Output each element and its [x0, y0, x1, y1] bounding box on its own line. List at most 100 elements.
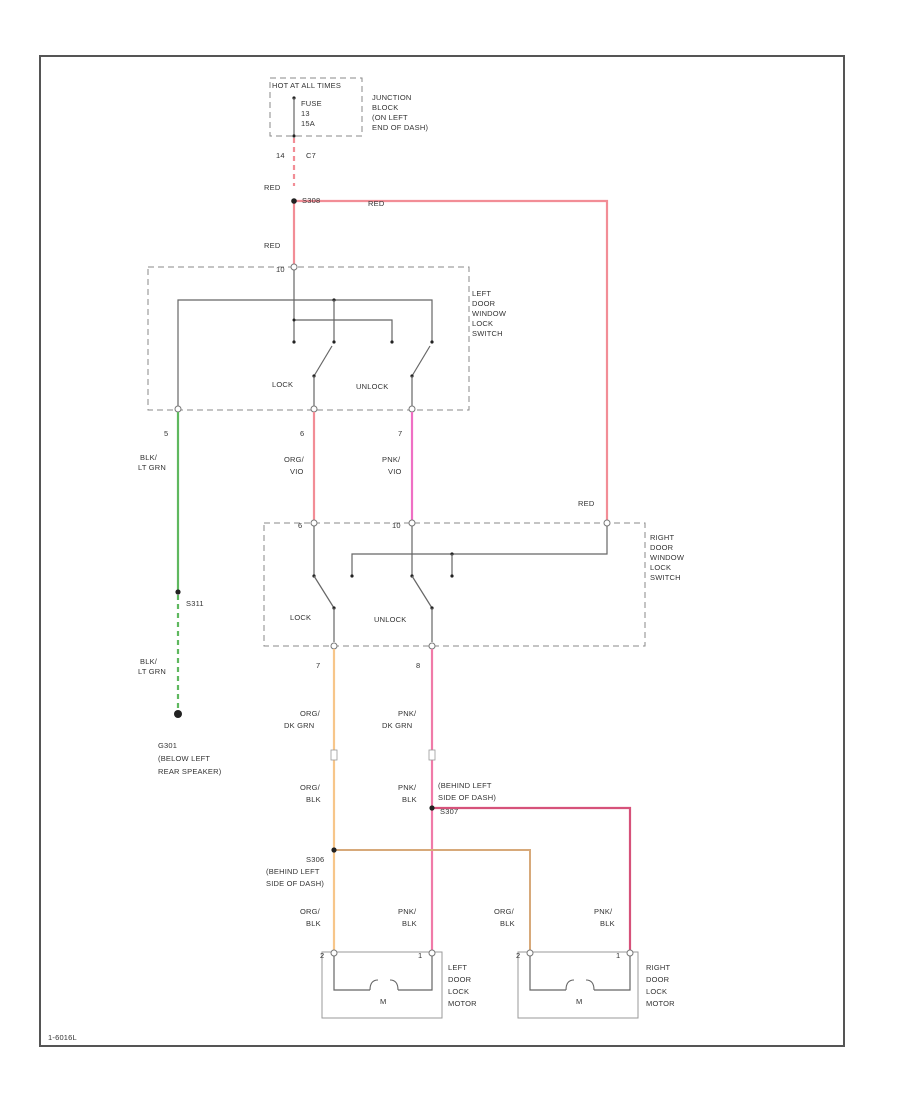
- junction-block-line-1: JUNCTION: [372, 93, 412, 102]
- wire-label-org-blk-right-2: BLK: [500, 919, 515, 928]
- right-switch-name-1: RIGHT: [650, 533, 675, 542]
- left-switch-name-2: DOOR: [472, 299, 496, 308]
- wire-label-blk-lower-2: LT GRN: [138, 667, 166, 676]
- junction-block-line-3: (ON LEFT: [372, 113, 408, 122]
- right-motor-name-3: LOCK: [646, 987, 667, 996]
- right-switch-pin-7: 7: [316, 661, 320, 670]
- right-motor-pin-2: 2: [516, 951, 520, 960]
- splice-s307-location-2: SIDE OF DASH): [438, 793, 496, 802]
- wire-label-pnk-blk-1b: BLK: [402, 795, 417, 804]
- wire-label-blk-lower-1: BLK/: [140, 657, 158, 666]
- ground-location-1: (BELOW LEFT: [158, 754, 210, 763]
- connector-pin-c7: C7: [306, 151, 316, 160]
- hot-at-all-times-label: HOT AT ALL TIMES: [272, 81, 341, 90]
- wire-label-pnk-dkgrn-2: DK GRN: [382, 721, 412, 730]
- junction-block-line-2: BLOCK: [372, 103, 398, 112]
- left-motor-m-symbol: M: [380, 997, 386, 1006]
- right-door-lock-motor: 2 1 M RIGHT DOOR LOCK MOTOR: [516, 949, 675, 1019]
- left-switch-pin-10: 10: [276, 265, 285, 274]
- wire-label-pnk-blk-left-2: BLK: [402, 919, 417, 928]
- ground-g301-dot: [174, 710, 182, 718]
- right-motor-name-2: DOOR: [646, 975, 670, 984]
- wire-label-pnk-blk-1a: PNK/: [398, 783, 417, 792]
- left-door-lock-motor: 2 1 M LEFT DOOR LOCK MOTOR: [320, 949, 477, 1019]
- connector-pin-14: 14: [276, 151, 285, 160]
- left-door-window-lock-switch: 10 LOCK UNLOCK LEFT DOOR WINDOW LOCK SWI…: [147, 263, 507, 413]
- inline-connector-org: [330, 749, 338, 761]
- splice-s307-label: S307: [440, 807, 458, 816]
- wire-label-blk-upper-1: BLK/: [140, 453, 158, 462]
- wire-label-pnk-blk-right-1: PNK/: [594, 907, 613, 916]
- wire-label-pnk-blk-left-1: PNK/: [398, 907, 417, 916]
- fuse-amps: 15A: [301, 119, 315, 128]
- wire-label-pnk-blk-right-2: BLK: [600, 919, 615, 928]
- wire-label-pnk-dkgrn-1: PNK/: [398, 709, 417, 718]
- splice-s306-location-1: (BEHIND LEFT: [266, 867, 320, 876]
- wire-label-org-blk-left-2: BLK: [306, 919, 321, 928]
- wire-label-org-vio-2: VIO: [290, 467, 304, 476]
- right-switch-name-4: LOCK: [650, 563, 671, 572]
- right-switch-pin-6: 6: [298, 521, 302, 530]
- splice-s308-dot: [291, 198, 297, 204]
- splice-s308-label: S308: [302, 196, 320, 205]
- fuse-label: FUSE: [301, 99, 322, 108]
- right-switch-pin-10: 10: [392, 521, 401, 530]
- left-motor-pin-1: 1: [418, 951, 422, 960]
- wire-label-blk-upper-2: LT GRN: [138, 463, 166, 472]
- splice-s306-location-2: SIDE OF DASH): [266, 879, 324, 888]
- junction-block: HOT AT ALL TIMES FUSE 13 15A JUNCTION BL…: [269, 77, 428, 160]
- left-switch-pin-7: 7: [398, 429, 402, 438]
- right-switch-name-3: WINDOW: [650, 553, 685, 562]
- right-motor-name-1: RIGHT: [646, 963, 671, 972]
- wire-label-org-vio-1: ORG/: [284, 455, 305, 464]
- splice-s307-location-1: (BEHIND LEFT: [438, 781, 492, 790]
- splice-s311-label: S311: [186, 599, 204, 608]
- diagram-frame: [39, 55, 845, 1047]
- wire-label-pnk-vio-1: PNK/: [382, 455, 401, 464]
- junction-block-line-4: END OF DASH): [372, 123, 428, 132]
- right-switch-pin-8: 8: [416, 661, 420, 670]
- left-switch-lock-label: LOCK: [272, 380, 293, 389]
- splice-s306-dot: [331, 847, 337, 853]
- wire-label-org-blk-1b: BLK: [306, 795, 321, 804]
- left-switch-name-4: LOCK: [472, 319, 493, 328]
- wire-label-org-dkgrn-1: ORG/: [300, 709, 321, 718]
- left-motor-name-1: LEFT: [448, 963, 467, 972]
- splice-s307-dot: [429, 805, 435, 811]
- left-switch-pin-5: 5: [164, 429, 168, 438]
- ground-location-2: REAR SPEAKER): [158, 767, 222, 776]
- fuse-number: 13: [301, 109, 310, 118]
- left-motor-pin-2: 2: [320, 951, 324, 960]
- splice-s311-dot: [175, 589, 181, 595]
- wire-label-org-blk-left-1: ORG/: [300, 907, 321, 916]
- right-switch-name-2: DOOR: [650, 543, 674, 552]
- right-switch-lock-label: LOCK: [290, 613, 311, 622]
- diagram-id: 1-6016L: [48, 1033, 77, 1042]
- wire-pnk-blk-to-right-motor: [432, 806, 632, 950]
- left-motor-name-3: LOCK: [448, 987, 469, 996]
- wire-label-red-top: RED: [368, 199, 385, 208]
- left-switch-name-5: SWITCH: [472, 329, 503, 338]
- wire-red-to-right-switch: [294, 199, 609, 520]
- wire-label-red-1: RED: [264, 183, 281, 192]
- right-switch-unlock-label: UNLOCK: [374, 615, 406, 624]
- left-switch-pin-6: 6: [300, 429, 304, 438]
- wire-label-red-right: RED: [578, 499, 595, 508]
- wire-label-org-blk-1a: ORG/: [300, 783, 321, 792]
- wire-label-org-blk-right-1: ORG/: [494, 907, 515, 916]
- splice-s306-label: S306: [306, 855, 324, 864]
- wire-org-blk-to-right-motor: [334, 849, 531, 950]
- right-motor-name-4: MOTOR: [646, 999, 675, 1008]
- right-motor-m-symbol: M: [576, 997, 582, 1006]
- inline-connector-pnk: [428, 749, 436, 761]
- left-switch-unlock-label: UNLOCK: [356, 382, 388, 391]
- left-motor-name-4: MOTOR: [448, 999, 477, 1008]
- ground-g301-label: G301: [158, 741, 177, 750]
- wire-label-red-2: RED: [264, 241, 281, 250]
- wire-label-org-dkgrn-2: DK GRN: [284, 721, 314, 730]
- right-motor-pin-1: 1: [616, 951, 620, 960]
- right-door-window-lock-switch: 6 10 LOCK UNLOCK RIGHT DOOR WINDOW LOCK …: [263, 519, 685, 650]
- left-switch-name-3: WINDOW: [472, 309, 507, 318]
- right-switch-name-5: SWITCH: [650, 573, 681, 582]
